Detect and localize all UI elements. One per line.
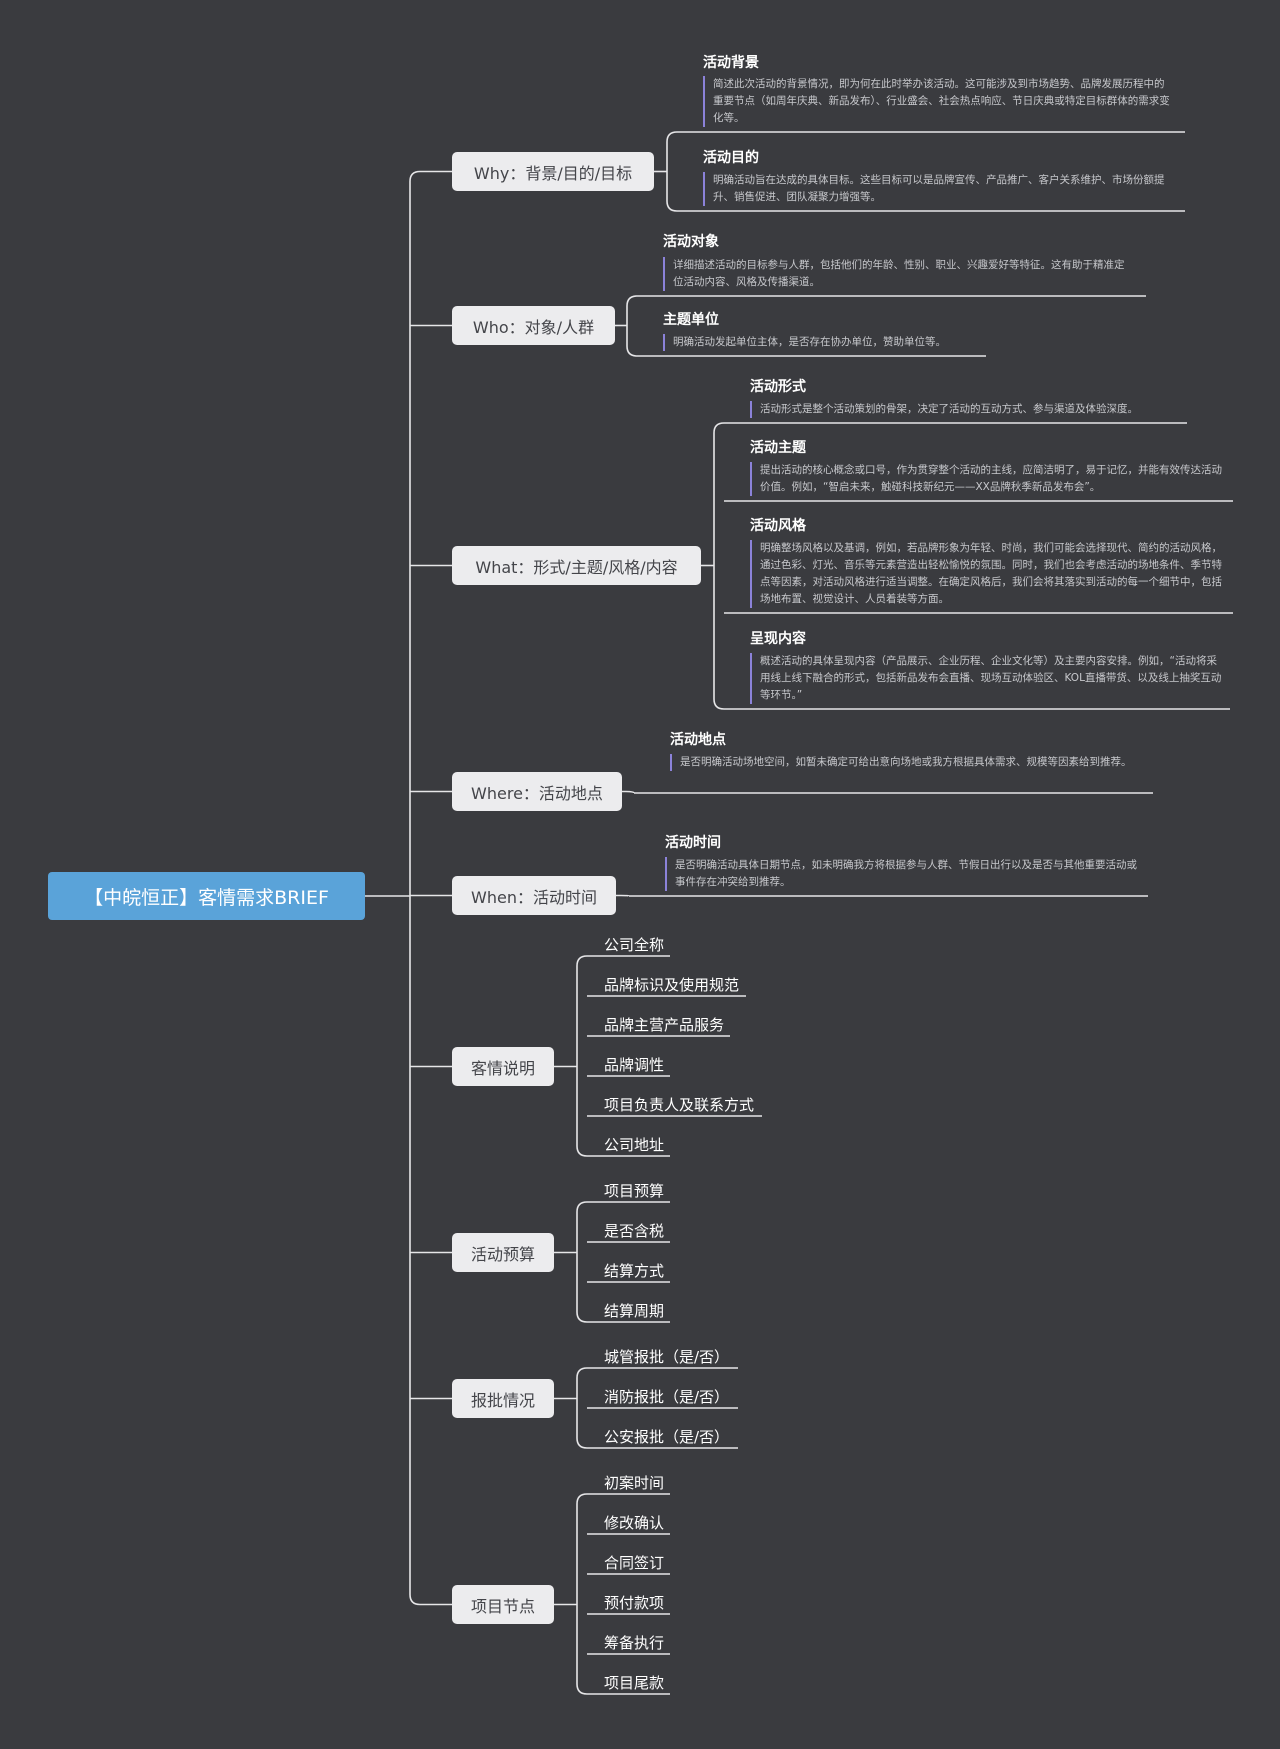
topic-note-why-1: 明确活动旨在达成的具体目标。这些目标可以是品牌宣传、产品推广、客户关系维护、市场…	[703, 172, 1173, 206]
leaf-approval-1[interactable]: 消防报批（是/否）	[604, 1388, 730, 1406]
root-topic[interactable]: 【中皖恒正】客情需求BRIEF	[48, 872, 365, 920]
leaf-milestones-1[interactable]: 修改确认	[604, 1514, 665, 1532]
topic-title-what-0[interactable]: 活动形式	[750, 379, 806, 395]
branch-who[interactable]: Who：对象/人群	[452, 306, 615, 345]
branch-milestones[interactable]: 项目节点	[452, 1585, 554, 1624]
branch-what[interactable]: What：形式/主题/风格/内容	[452, 546, 701, 585]
topic-title-what-2[interactable]: 活动风格	[750, 518, 806, 534]
leaf-approval-2[interactable]: 公安报批（是/否）	[604, 1428, 730, 1446]
leaf-milestones-4[interactable]: 筹备执行	[604, 1634, 665, 1652]
branch-spine	[409, 170, 421, 1606]
topic-title-who-1[interactable]: 主题单位	[663, 312, 719, 328]
branch-why[interactable]: Why：背景/目的/目标	[452, 152, 654, 191]
topic-connector-when	[616, 894, 630, 897]
leaf-budget-0[interactable]: 项目预算	[604, 1182, 665, 1200]
topic-note-who-0: 详细描述活动的目标参与人群，包括他们的年龄、性别、职业、兴趣爱好等特征。这有助于…	[663, 257, 1133, 291]
leaf-budget-1[interactable]: 是否含税	[604, 1222, 665, 1240]
topic-note-why-0: 简述此次活动的背景情况，即为何在此时举办该活动。这可能涉及到市场趋势、品牌发展历…	[703, 76, 1173, 127]
topic-title-what-3[interactable]: 呈现内容	[750, 631, 806, 647]
topic-note-where-0: 是否明确活动场地空间，如暂未确定可给出意向场地或我方根据具体需求、规模等因素给到…	[670, 754, 1145, 771]
topic-note-what-3: 概述活动的具体呈现内容（产品展示、企业历程、企业文化等）及主要内容安排。例如，“…	[750, 653, 1225, 704]
topic-title-why-1[interactable]: 活动目的	[703, 150, 759, 166]
leaf-milestones-3[interactable]: 预付款项	[604, 1594, 665, 1612]
leaf-client-info-5[interactable]: 公司地址	[604, 1136, 665, 1154]
topic-title-what-1[interactable]: 活动主题	[750, 440, 806, 456]
leaf-milestones-2[interactable]: 合同签订	[604, 1554, 665, 1572]
topic-title-why-0[interactable]: 活动背景	[703, 55, 759, 71]
topic-connector-where	[622, 790, 635, 794]
topic-note-what-2: 明确整场风格以及基调，例如，若品牌形象为年轻、时尚，我们可能会选择现代、简约的活…	[750, 540, 1225, 608]
leaf-client-info-4[interactable]: 项目负责人及联系方式	[604, 1096, 755, 1114]
leaf-budget-3[interactable]: 结算周期	[604, 1302, 665, 1320]
topic-bracket-what	[713, 422, 725, 710]
branch-budget[interactable]: 活动预算	[452, 1233, 554, 1272]
topic-note-when-0: 是否明确活动具体日期节点，如未明确我方将根据参与人群、节假日出行以及是否与其他重…	[665, 857, 1140, 891]
branch-approval[interactable]: 报批情况	[452, 1379, 554, 1418]
leaf-client-info-0[interactable]: 公司全称	[604, 936, 665, 954]
leaf-bracket-budget	[576, 1201, 588, 1323]
leaf-client-info-3[interactable]: 品牌调性	[604, 1056, 665, 1074]
leaf-client-info-2[interactable]: 品牌主营产品服务	[604, 1016, 725, 1034]
leaf-bracket-client-info	[576, 955, 588, 1157]
topic-title-when-0[interactable]: 活动时间	[665, 835, 721, 851]
leaf-approval-0[interactable]: 城管报批（是/否）	[604, 1348, 730, 1366]
leaf-bracket-milestones	[576, 1493, 588, 1695]
leaf-bracket-approval	[576, 1367, 588, 1449]
leaf-budget-2[interactable]: 结算方式	[604, 1262, 665, 1280]
topic-title-who-0[interactable]: 活动对象	[663, 234, 719, 250]
leaf-milestones-0[interactable]: 初案时间	[604, 1474, 665, 1492]
topic-note-who-1: 明确活动发起单位主体，是否存在协办单位，赞助单位等。	[663, 334, 993, 351]
branch-where[interactable]: Where：活动地点	[452, 772, 622, 811]
leaf-milestones-5[interactable]: 项目尾款	[604, 1674, 665, 1692]
topic-bracket-who	[626, 295, 638, 357]
topic-note-what-1: 提出活动的核心概念或口号，作为贯穿整个活动的主线，应简洁明了，易于记忆，并能有效…	[750, 462, 1225, 496]
leaf-client-info-1[interactable]: 品牌标识及使用规范	[604, 976, 740, 994]
topic-bracket-why	[666, 131, 678, 212]
branch-when[interactable]: When：活动时间	[452, 876, 616, 915]
topic-title-where-0[interactable]: 活动地点	[670, 732, 726, 748]
branch-client-info[interactable]: 客情说明	[452, 1047, 554, 1086]
topic-note-what-0: 活动形式是整个活动策划的骨架，决定了活动的互动方式、参与渠道及体验深度。	[750, 401, 1180, 418]
